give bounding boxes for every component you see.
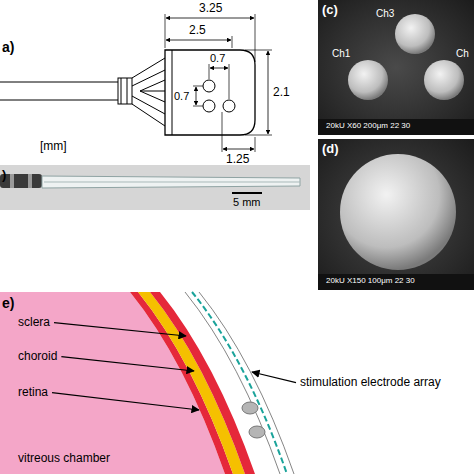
panel-letter: (d): [322, 142, 339, 156]
part-label: choroid: [18, 350, 57, 363]
electrode-head-drawing: [0, 14, 272, 152]
channel-label: Ch1: [332, 48, 350, 59]
dimension: 1.25: [226, 153, 249, 166]
leader-arrow: [52, 393, 199, 410]
sem-image-d: [318, 139, 474, 290]
panel-letter: (c): [322, 3, 338, 17]
array-outline: [185, 292, 280, 474]
sem-image-c: [318, 0, 474, 135]
electrode-array: [192, 292, 287, 474]
dimension: 0.7: [210, 52, 225, 64]
panel-letter: e): [2, 296, 14, 311]
dimension: 2.1: [273, 86, 290, 99]
leader-arrow: [252, 372, 296, 383]
part-label: retina: [18, 386, 48, 399]
electrode: [249, 426, 265, 438]
scale-bar-label: 5 mm: [233, 196, 261, 208]
panel-letter: ): [2, 168, 6, 182]
dimension: 0.7: [174, 90, 189, 102]
sclera-layer: [150, 292, 255, 474]
part-label: vitreous chamber: [18, 452, 110, 465]
electrode: [242, 402, 258, 414]
retina-layer: [130, 292, 233, 474]
leader-arrow: [61, 357, 194, 371]
channel-label: Ch3: [376, 8, 394, 19]
part-label: sclera: [18, 316, 50, 329]
array-outline: [199, 292, 294, 474]
lead-photo: [0, 165, 310, 210]
part-label: stimulation electrode array: [300, 376, 441, 389]
unit-label: [mm]: [40, 140, 67, 153]
sem-info: 20kU X150 100μm 22 30: [326, 277, 415, 286]
dimension: 3.25: [199, 2, 222, 15]
leader-arrow: [54, 323, 186, 336]
eye-cross-section: [0, 292, 294, 474]
choroid-layer: [138, 292, 245, 474]
dimension: 2.5: [189, 24, 206, 37]
panel-letter: a): [2, 40, 14, 55]
channel-label: Ch: [456, 48, 469, 59]
sem-info: 20kU X60 200μm 22 30: [326, 122, 410, 131]
